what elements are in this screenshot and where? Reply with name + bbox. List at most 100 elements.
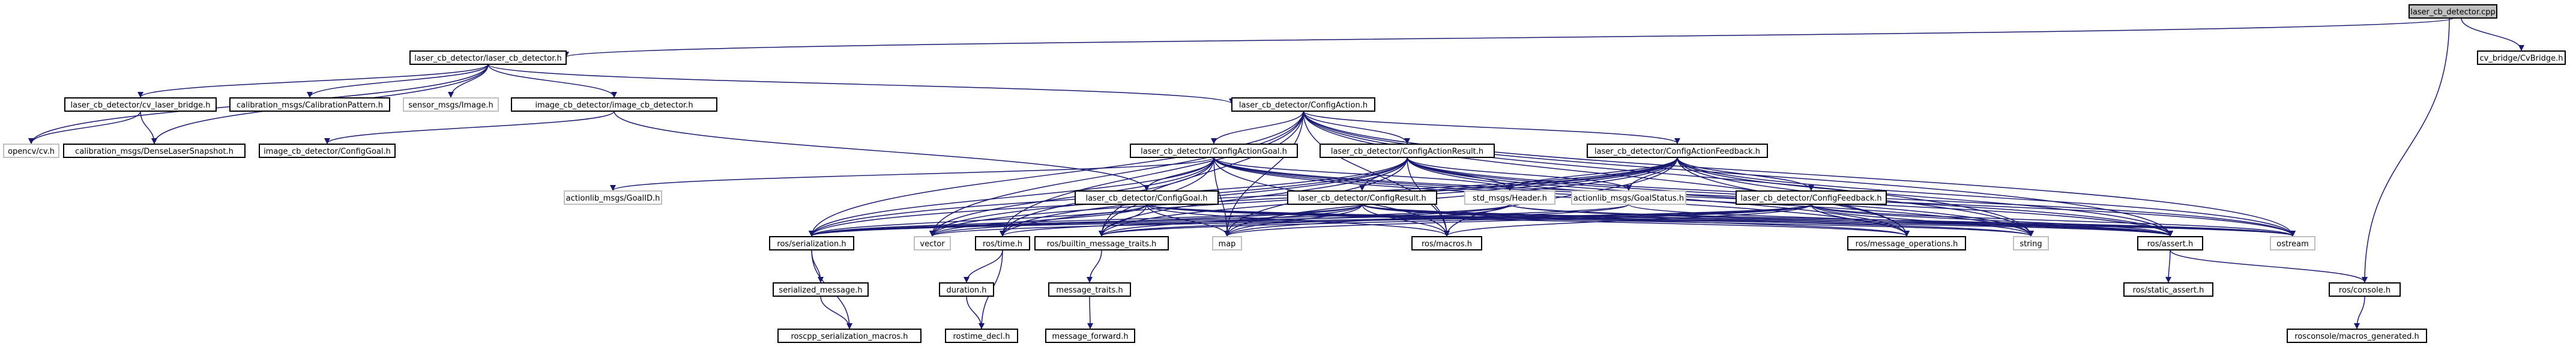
dependency-edge	[820, 296, 852, 329]
dependency-edge	[1677, 157, 2296, 237]
dependency-edge	[966, 296, 985, 329]
dependency-edge	[137, 64, 489, 98]
dependency-edge	[1811, 204, 1910, 237]
dependency-edge	[614, 111, 1150, 191]
node-ros-assert-h[interactable]: ros/assert.h	[2137, 236, 2203, 250]
node-header-h: std_msgs/Header.h	[1464, 190, 1555, 205]
svg-text:rostime_decl.h: rostime_decl.h	[953, 332, 1010, 341]
svg-text:ostream: ostream	[2276, 240, 2309, 249]
dependency-edge	[28, 111, 141, 144]
node-config-goal-h[interactable]: laser_cb_detector/ConfigGoal.h	[1075, 190, 1219, 205]
svg-text:calibration_msgs/DenseLaserSna: calibration_msgs/DenseLaserSnapshot.h	[75, 147, 234, 156]
dependency-edge	[2165, 249, 2172, 283]
svg-text:image_cb_detector/ConfigGoal.h: image_cb_detector/ConfigGoal.h	[264, 147, 391, 156]
dependency-edge	[1362, 204, 1450, 237]
svg-text:laser_cb_detector.cpp: laser_cb_detector.cpp	[2410, 8, 2496, 17]
svg-text:laser_cb_detector/cv_laser_bri: laser_cb_detector/cv_laser_bridge.h	[71, 101, 211, 110]
dependency-edge	[563, 17, 2454, 58]
svg-text:image_cb_detector/image_cb_det: image_cb_detector/image_cb_detector.h	[535, 101, 693, 110]
node-laser-cb-detector-cpp: laser_cb_detector.cpp	[2409, 4, 2497, 19]
dependency-edge	[1677, 157, 2173, 237]
dependency-edge	[1811, 204, 2173, 237]
node-dense-laser-snapshot-h[interactable]: calibration_msgs/DenseLaserSnapshot.h	[63, 144, 246, 158]
svg-text:laser_cb_detector/ConfigAction: laser_cb_detector/ConfigActionGoal.h	[1141, 147, 1287, 156]
node-ros-console-h[interactable]: ros/console.h	[2329, 282, 2401, 297]
node-macros-generated-h[interactable]: rosconsole/macros_generated.h	[2287, 329, 2427, 343]
dependency-edge	[1362, 204, 2173, 237]
svg-text:string: string	[2019, 240, 2042, 249]
dependency-edge	[1407, 157, 2034, 237]
node-laser-cb-detector-h[interactable]: laser_cb_detector/laser_cb_detector.h	[409, 50, 567, 65]
node-rostime-decl-h[interactable]: rostime_decl.h	[945, 329, 1018, 343]
node-cv-laser-bridge-h[interactable]: laser_cb_detector/cv_laser_bridge.h	[64, 97, 217, 112]
svg-text:opencv/cv.h: opencv/cv.h	[8, 147, 55, 156]
dependency-edge	[809, 204, 1629, 237]
node-builtin-message-traits-h[interactable]: ros/builtin_message_traits.h	[1034, 236, 1169, 250]
svg-text:laser_cb_detector/ConfigAction: laser_cb_detector/ConfigActionResult.h	[1331, 147, 1483, 156]
dependency-edge	[2461, 17, 2524, 51]
node-config-action-goal-h[interactable]: laser_cb_detector/ConfigActionGoal.h	[1130, 144, 1298, 158]
svg-text:std_msgs/Header.h: std_msgs/Header.h	[1473, 194, 1547, 203]
node-config-action-h[interactable]: laser_cb_detector/ConfigAction.h	[1231, 97, 1375, 112]
dependency-edge	[1087, 249, 1102, 283]
dependency-edge	[1099, 204, 1812, 237]
node-config-action-result-h[interactable]: laser_cb_detector/ConfigActionResult.h	[1320, 144, 1495, 158]
svg-text:laser_cb_detector/ConfigResult: laser_cb_detector/ConfigResult.h	[1298, 194, 1426, 203]
dependency-edge	[809, 204, 1147, 237]
dependency-edge	[1000, 111, 1304, 237]
dependency-edge	[610, 157, 1214, 191]
dependency-edge	[811, 249, 824, 283]
node-static-assert-h[interactable]: ros/static_assert.h	[2123, 282, 2213, 297]
node-map: map	[1212, 236, 1242, 250]
svg-text:ros/serialization.h: ros/serialization.h	[777, 240, 846, 249]
svg-text:ros/message_operations.h: ros/message_operations.h	[1856, 240, 1958, 249]
svg-text:message_forward.h: message_forward.h	[1052, 332, 1128, 341]
node-cv-bridge-h[interactable]: cv_bridge/CvBridge.h	[2477, 50, 2566, 65]
dependency-edge	[809, 111, 1304, 237]
dependency-edge	[307, 64, 489, 98]
node-config-feedback-h[interactable]: laser_cb_detector/ConfigFeedback.h	[1736, 190, 1887, 205]
svg-text:vector: vector	[920, 240, 945, 249]
dependency-edge	[809, 204, 1510, 237]
dependency-edge	[1303, 111, 2296, 237]
dependency-edge	[809, 157, 1678, 237]
svg-text:laser_cb_detector/ConfigGoal.h: laser_cb_detector/ConfigGoal.h	[1085, 194, 1207, 203]
dependency-edge	[809, 204, 1363, 237]
dependency-edge	[1099, 204, 1629, 237]
dependency-edge	[1213, 157, 1230, 237]
dependency-edge	[1213, 157, 2173, 237]
dependency-edge	[1303, 111, 1910, 237]
dependency-edge	[1407, 157, 1632, 191]
dependency-edge	[1000, 204, 1510, 237]
node-vector: vector	[914, 236, 951, 250]
node-calibration-pattern-h[interactable]: calibration_msgs/CalibrationPattern.h	[229, 97, 390, 112]
node-serialized-message-h[interactable]: serialized_message.h	[773, 282, 869, 297]
dependency-edge	[2362, 17, 2450, 283]
dependency-edge	[2354, 296, 2365, 329]
node-ros-macros-h[interactable]: ros/macros.h	[1411, 236, 1482, 250]
dependency-edge	[1509, 204, 2173, 237]
svg-text:message_traits.h: message_traits.h	[1056, 286, 1123, 295]
node-message-forward-h[interactable]: message_forward.h	[1045, 329, 1135, 343]
svg-text:actionlib_msgs/GoalStatus.h: actionlib_msgs/GoalStatus.h	[1573, 194, 1684, 203]
node-ros-serialization-h[interactable]: ros/serialization.h	[769, 236, 854, 250]
node-message-traits-h[interactable]: message_traits.h	[1048, 282, 1131, 297]
node-image-config-goal-h[interactable]: image_cb_detector/ConfigGoal.h	[259, 144, 396, 158]
node-image-cb-detector-h[interactable]: image_cb_detector/image_cb_detector.h	[511, 97, 717, 112]
dependency-edge	[1677, 157, 1814, 191]
dependency-edge	[929, 204, 1147, 237]
node-sensor-image-h: sensor_msgs/Image.h	[403, 97, 499, 112]
node-ros-time-h[interactable]: ros/time.h	[975, 236, 1030, 250]
node-goal-status-h: actionlib_msgs/GoalStatus.h	[1571, 190, 1686, 205]
dependency-edge	[1146, 204, 2296, 237]
svg-text:ros/assert.h: ros/assert.h	[2147, 240, 2194, 249]
node-duration-h[interactable]: duration.h	[939, 282, 994, 297]
dependency-edge	[809, 157, 1214, 237]
node-roscpp-serialization-macros-h[interactable]: roscpp_serialization_macros.h	[777, 329, 922, 343]
svg-text:rosconsole/macros_generated.h: rosconsole/macros_generated.h	[2294, 332, 2419, 341]
dependency-edge	[140, 111, 157, 144]
node-config-result-h[interactable]: laser_cb_detector/ConfigResult.h	[1287, 190, 1437, 205]
dependency-edge	[1444, 204, 1812, 237]
node-config-action-feedback-h[interactable]: laser_cb_detector/ConfigActionFeedback.h	[1587, 144, 1768, 158]
node-message-operations-h[interactable]: ros/message_operations.h	[1847, 236, 1966, 250]
